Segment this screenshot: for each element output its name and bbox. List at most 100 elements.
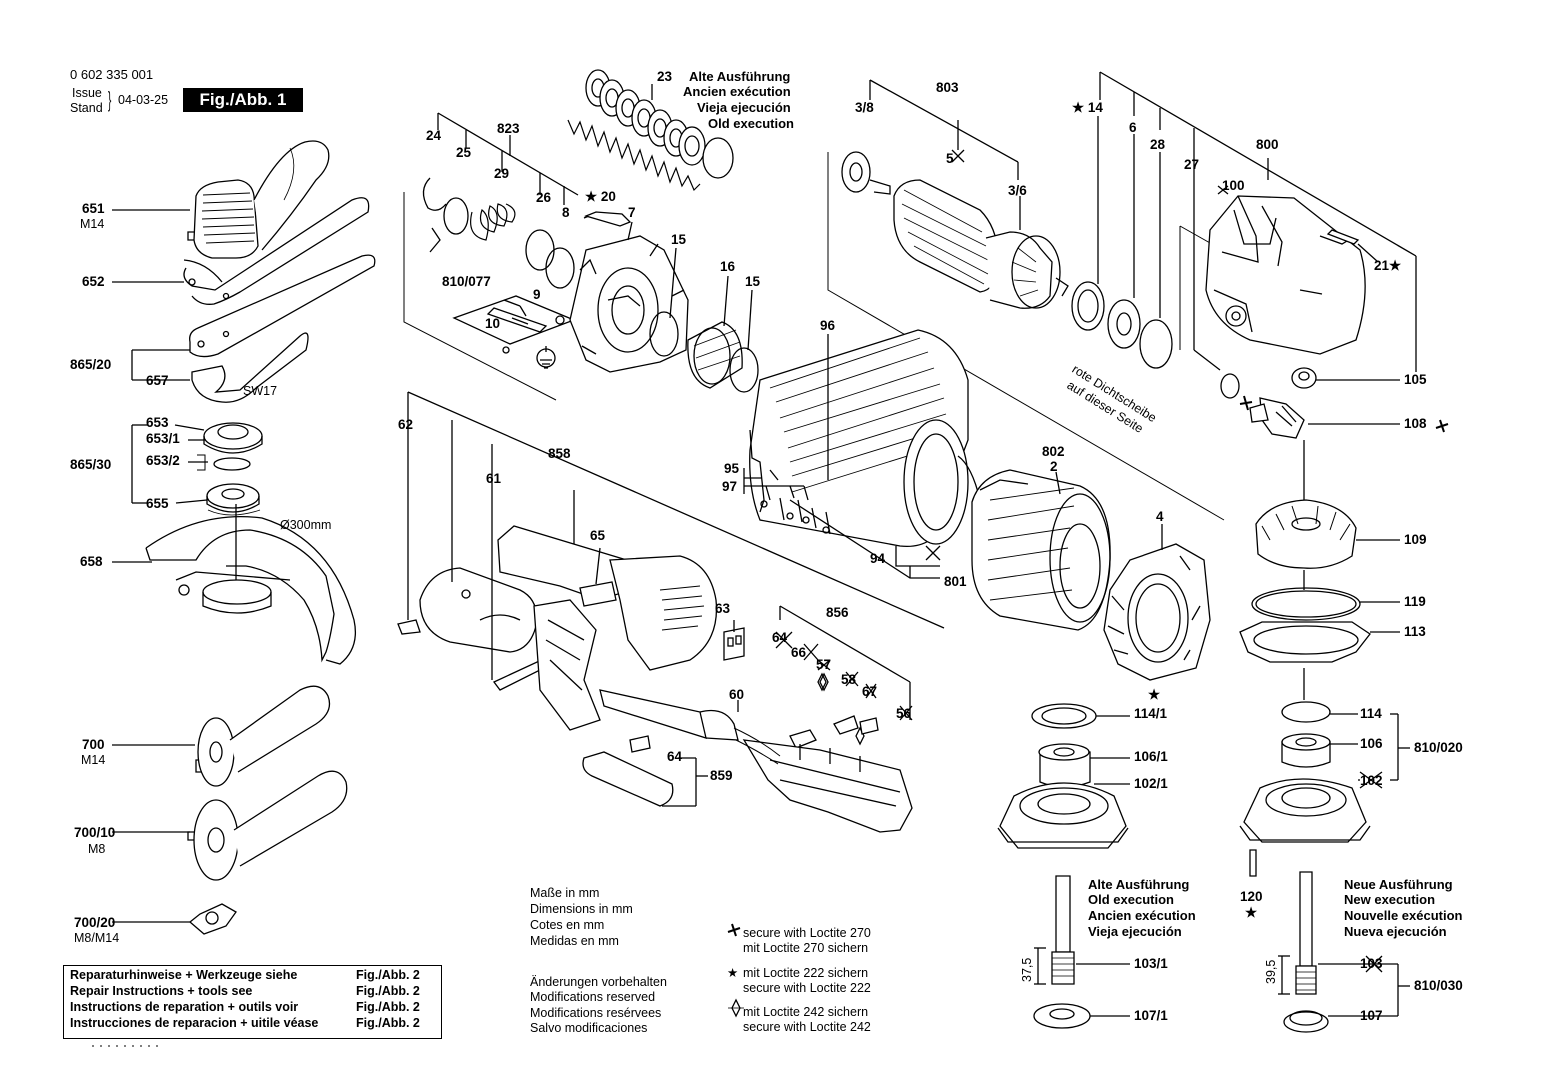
label-803: 803 (936, 80, 959, 95)
oring-bearing-15-16 (649, 247, 759, 393)
leaders-95-97 (743, 468, 809, 501)
brush-parts-823 (422, 112, 632, 289)
label-700-sub: M14 (81, 753, 106, 767)
stator-802 (971, 469, 1111, 631)
repair-row-es-fig: Fig./Abb. 2 (356, 1016, 420, 1030)
repair-row-fr: Instructions de reparation + outils voir (70, 1000, 299, 1014)
label-100: 100 (1222, 178, 1245, 193)
repair-row-es: Instrucciones de reparacion + uitile véa… (70, 1016, 319, 1030)
label-9: 9 (533, 287, 541, 302)
label-21: 21★ (1374, 258, 1402, 273)
label-67: 67 (862, 684, 878, 699)
label-700-10-sub: M8 (88, 842, 106, 856)
label-859: 859 (710, 768, 733, 783)
repair-reference-box: Reparaturhinweise + Werkzeuge siehe Fig.… (63, 965, 442, 1039)
label-96: 96 (820, 318, 836, 333)
label-107-1: 107/1 (1134, 1008, 1168, 1023)
label-102-1: 102/1 (1134, 776, 1168, 791)
issue-brace: } (108, 87, 112, 112)
label-58: 58 (841, 672, 857, 687)
label-106: 106 (1360, 736, 1383, 751)
dimensions-note-de: Maße in mm (530, 886, 600, 900)
dimensions-note-es: Medidas en mm (530, 934, 619, 948)
label-109: 109 (1404, 532, 1427, 547)
label-24: 24 (426, 128, 442, 143)
label-700-20: 700/20 (74, 915, 116, 930)
loctite-symbols (727, 395, 1449, 1018)
issue-label: Issue (72, 86, 102, 100)
pin-wrench-652 (112, 197, 370, 305)
label-823: 823 (497, 121, 520, 136)
switch-body-60 (599, 689, 913, 833)
group-old-fr: Ancien exécution (1088, 908, 1196, 923)
label-15a: 15 (671, 232, 687, 247)
loctite-222-en: secure with Loctite 222 (743, 981, 871, 995)
label-28: 28 (1150, 137, 1166, 152)
label-94: 94 (870, 551, 886, 566)
group-old-es: Vieja ejecución (1088, 924, 1182, 939)
label-dia300: Ø300mm (280, 518, 332, 532)
label-6: 6 (1129, 120, 1137, 135)
label-119: 119 (1404, 594, 1426, 609)
changes-note-es: Salvo modificaciones (530, 1021, 648, 1035)
label-97: 97 (722, 479, 738, 494)
label-106-1: 106/1 (1134, 749, 1168, 764)
label-653: 653 (146, 415, 169, 430)
label-657: 657 (146, 373, 169, 388)
label-20: ★ 20 (585, 189, 616, 204)
label-856: 856 (826, 605, 849, 620)
label-4: 4 (1156, 509, 1164, 524)
label-4-star: ★ (1148, 687, 1161, 702)
label-107: 107 (1360, 1008, 1383, 1023)
wheel-guard-658 (112, 504, 357, 665)
label-108: 108 (1404, 416, 1427, 431)
label-651-sub: M14 (80, 217, 105, 231)
housing-half-62 (397, 391, 945, 653)
stand-label: Stand (70, 101, 103, 115)
label-sw17: SW17 (243, 384, 278, 398)
fan-baffle-4 (1103, 524, 1211, 681)
gear-housing-800 (1193, 150, 1379, 371)
label-858: 858 (548, 446, 571, 461)
loctite-242-de: mit Loctite 242 sichern (743, 1005, 869, 1019)
old-exec-de: Alte Ausführung (689, 69, 791, 84)
old-exec-es: Vieja ejecución (697, 100, 791, 115)
label-655: 655 (146, 496, 169, 511)
bevel-gear-109 (1255, 499, 1400, 569)
repair-row-fr-fig: Fig./Abb. 2 (356, 1000, 420, 1014)
label-700-20-sub: M8/M14 (74, 931, 120, 945)
cable-sleeve-64 (582, 751, 708, 807)
changes-note-de: Änderungen vorbehalten (530, 975, 667, 989)
label-60: 60 (729, 687, 745, 702)
loctite-222-de: mit Loctite 222 sichern (743, 966, 869, 980)
changes-note-en: Modifications reserved (530, 990, 656, 1004)
label-865-30: 865/30 (70, 457, 112, 472)
label-26: 26 (536, 190, 552, 205)
label-15b: 15 (745, 274, 761, 289)
motor-housing-outline (403, 152, 1227, 521)
label-700-10: 700/10 (74, 825, 116, 840)
dim-37-5: 37,5 (1020, 957, 1034, 982)
label-810-030: 810/030 (1414, 978, 1463, 993)
spindle-group-old (997, 703, 1130, 1029)
dimensions-note-fr: Cotes en mm (530, 918, 605, 932)
label-113: 113 (1404, 624, 1426, 639)
side-handle-700 (112, 685, 331, 787)
label-5: 5 (946, 151, 954, 166)
label-23: 23 (657, 69, 673, 84)
flange-nut-653 (131, 422, 263, 516)
label-801: 801 (944, 574, 967, 589)
label-66: 66 (791, 645, 807, 660)
label-651: 651 (82, 201, 105, 216)
dim-39-5: 39,5 (1264, 959, 1278, 984)
label-800: 800 (1256, 137, 1279, 152)
label-14: ★ 14 (1072, 100, 1103, 115)
figure-badge: Fig./Abb. 1 (183, 88, 303, 112)
repair-row-en-fig: Fig./Abb. 2 (356, 984, 420, 998)
handle-half-61 (491, 444, 601, 731)
old-exec-en: Old execution (708, 116, 794, 131)
label-27: 27 (1184, 157, 1200, 172)
label-810-020: 810/020 (1414, 740, 1463, 755)
